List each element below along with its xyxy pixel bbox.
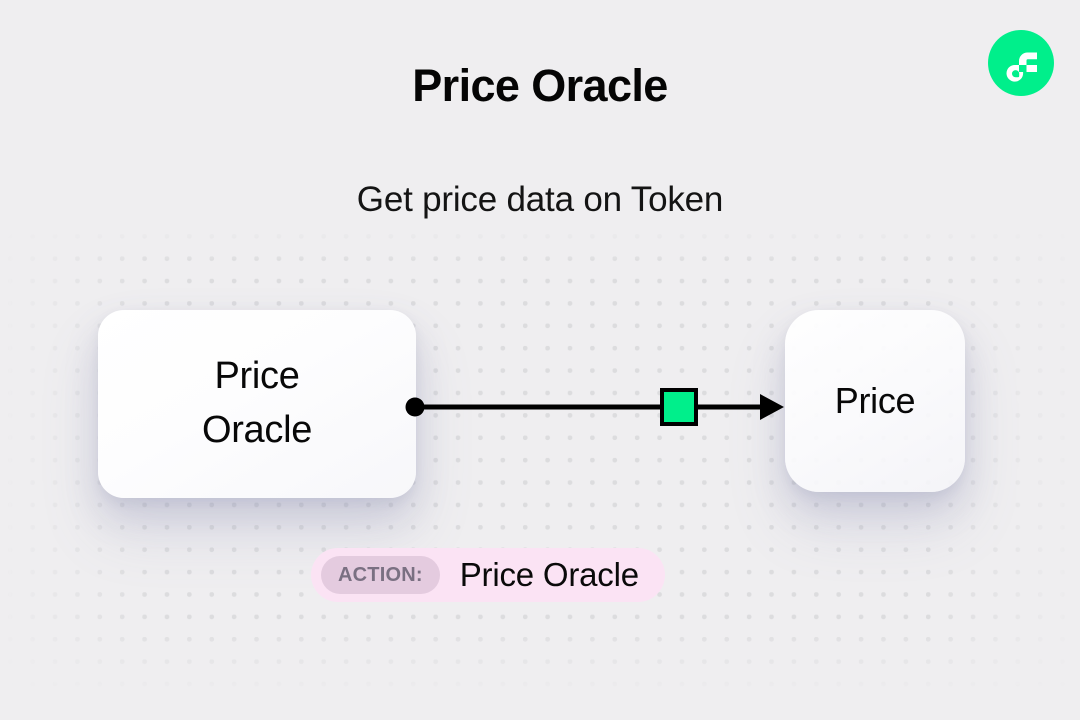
green-square-icon [660,388,698,426]
node-label: Price Oracle [201,355,313,451]
page-title: Price Oracle [412,60,668,111]
filled-circle-icon [405,397,425,417]
page-subtitle: Get price data on Token [356,180,724,219]
node-card-price[interactable]: Price [785,310,965,492]
action-chip-label: ACTION: [321,556,440,594]
connector-edge[interactable] [396,376,796,438]
arrowhead-icon [760,394,784,420]
action-badge[interactable]: ACTION: Price Oracle [311,548,665,602]
flow-logo-icon [988,30,1054,96]
node-label: Price [834,380,916,422]
node-card-price-oracle[interactable]: Price Oracle [98,310,416,498]
action-value: Price Oracle [459,556,639,593]
